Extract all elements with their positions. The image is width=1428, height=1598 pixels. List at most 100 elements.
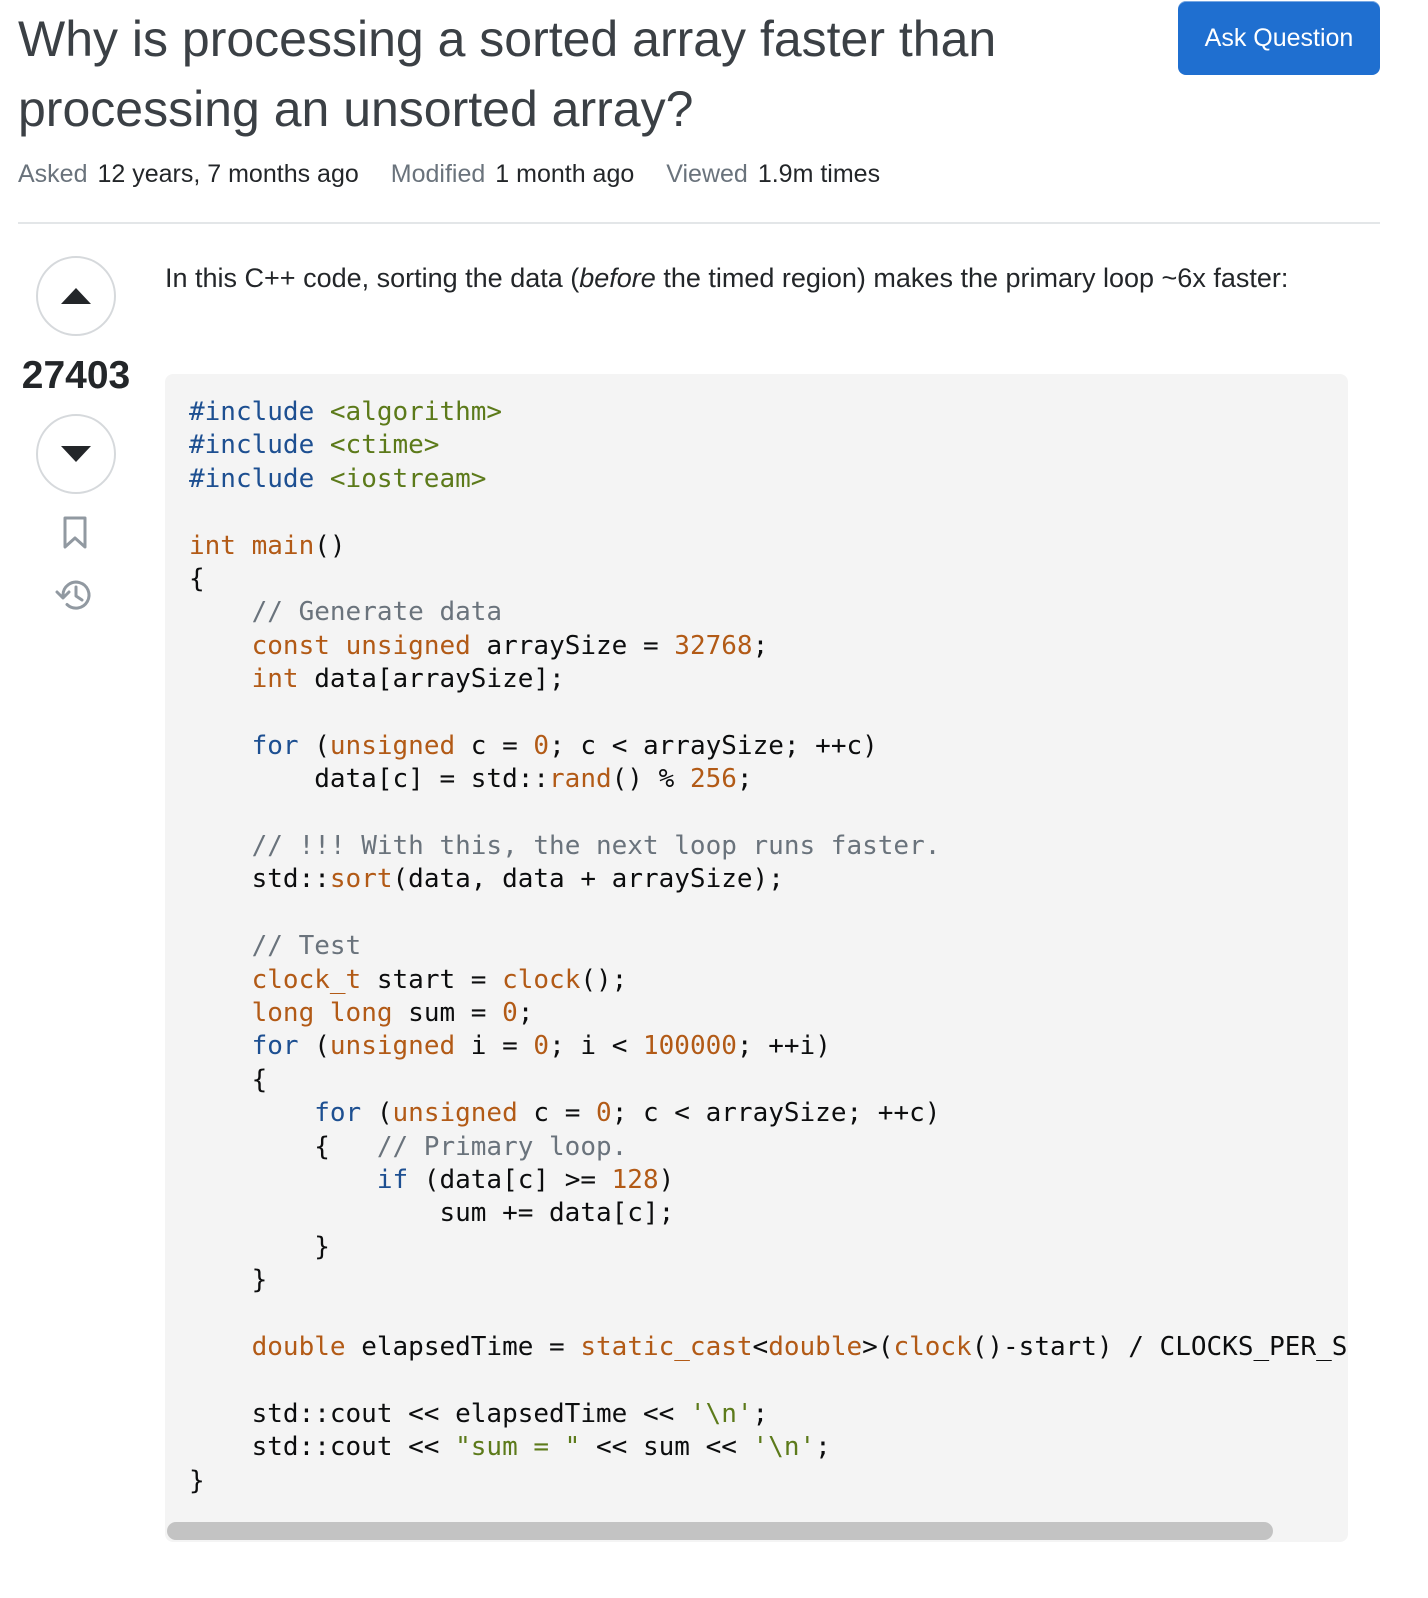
code-token-number: 32768 [674, 630, 753, 661]
code-token-plain: std:: [189, 864, 330, 895]
code-line: std::cout << "sum = " << sum << '\n'; [189, 1431, 1348, 1464]
code-token-plain: arraySize = [470, 630, 675, 661]
question-meta: Asked 12 years, 7 months ago Modified 1 … [18, 156, 912, 192]
meta-asked: Asked 12 years, 7 months ago [18, 160, 359, 189]
code-token-plain [189, 998, 252, 1028]
question-body-part2: the timed region) makes the primary loop… [655, 263, 1289, 293]
code-token-comment: // Generate data [251, 597, 503, 628]
triangle-down-icon [61, 446, 91, 462]
code-token-keyword: double [768, 1331, 863, 1362]
code-token-comment: // !!! With this, the next loop runs fas… [251, 831, 941, 862]
code-line [189, 1364, 1348, 1397]
code-line: double elapsedTime = static_cast<double>… [189, 1331, 1348, 1364]
code-token-plain: () % [611, 764, 690, 795]
upvote-button[interactable] [36, 256, 116, 336]
code-block[interactable]: #include <algorithm>#include <ctime>#inc… [165, 374, 1348, 1542]
code-token-plain: { [189, 563, 205, 594]
code-token-plain: i = [455, 1031, 534, 1062]
code-token-func: rand [549, 764, 612, 795]
code-token-plain: ; [517, 998, 534, 1029]
code-token-plain: ( [361, 1098, 393, 1129]
ask-question-button[interactable]: Ask Question [1178, 1, 1380, 75]
code-line: // Test [189, 930, 1348, 963]
code-token-plain [189, 931, 252, 961]
code-token-plain: } [189, 1465, 205, 1496]
code-token-plain [314, 430, 330, 460]
code-token-plain: ) [658, 1164, 675, 1195]
downvote-button[interactable] [36, 414, 116, 494]
code-token-flow: for [251, 730, 299, 761]
meta-viewed-value: 1.9m times [757, 159, 881, 188]
code-line: { [189, 563, 1348, 596]
code-line: int main() [189, 530, 1348, 563]
code-token-plain: ; i < [549, 1031, 643, 1062]
code-line: } [189, 1264, 1348, 1297]
code-token-string: <algorithm> [329, 397, 503, 427]
code-token-plain: ; ++i) [736, 1031, 831, 1062]
code-line: std::sort(data, data + arraySize); [189, 863, 1348, 896]
code-line: if (data[c] >= 128) [189, 1164, 1348, 1197]
meta-modified-value[interactable]: 1 month ago [495, 159, 635, 188]
code-token-plain [314, 397, 330, 427]
code-token-plain [189, 664, 252, 694]
code-token-plain: data[arraySize]; [298, 664, 565, 695]
code-token-plain: ()-start) / CLOCKS_PER_SEC; [971, 1331, 1348, 1362]
meta-modified: Modified 1 month ago [391, 160, 635, 189]
code-line: sum += data[c]; [189, 1197, 1348, 1230]
code-line [189, 697, 1348, 730]
question-body: In this C++ code, sorting the data (befo… [165, 256, 1365, 300]
question-body-part1: In this C++ code, sorting the data ( [165, 263, 580, 293]
vote-count: 27403 [21, 354, 131, 397]
code-line: for (unsigned i = 0; i < 100000; ++i) [189, 1030, 1348, 1063]
code-line: for (unsigned c = 0; c < arraySize; ++c) [189, 1097, 1348, 1130]
code-line: { // Primary loop. [189, 1131, 1348, 1164]
code-token-plain: ; [736, 764, 753, 795]
history-button[interactable] [54, 574, 96, 616]
code-scrollbar[interactable] [165, 1520, 1348, 1542]
code-token-number: 0 [533, 730, 550, 761]
code-token-plain: () [314, 530, 346, 561]
code-token-plain: start = [361, 964, 503, 995]
code-token-number: 0 [596, 1098, 612, 1129]
bookmark-button[interactable] [60, 516, 90, 556]
code-token-plain: << sum << [580, 1432, 753, 1463]
question-title[interactable]: Why is processing a sorted array faster … [18, 11, 997, 137]
code-line: clock_t start = clock(); [189, 964, 1348, 997]
code-token-preproc: #include [189, 463, 315, 494]
code-line [189, 897, 1348, 930]
code-line: } [189, 1465, 1348, 1498]
code-token-plain: { [189, 1064, 268, 1095]
code-token-plain: (data, data + arraySize); [392, 864, 784, 895]
code-token-keyword: unsigned [329, 730, 456, 761]
code-token-plain: ( [298, 1031, 330, 1062]
code-token-plain [189, 1031, 252, 1061]
code-token-plain: ; [752, 630, 769, 661]
code-token-plain: sum += data[c]; [189, 1198, 675, 1229]
code-line: int data[arraySize]; [189, 663, 1348, 696]
code-token-keyword: double [251, 1331, 346, 1362]
code-token-string: "sum = " [455, 1432, 581, 1463]
code-token-plain [189, 1098, 314, 1128]
code-line: #include <algorithm> [189, 396, 1348, 429]
code-token-func: clock [893, 1331, 972, 1362]
code-line [189, 496, 1348, 529]
code-token-plain: (); [580, 964, 628, 995]
code-token-plain: (data[c] >= [408, 1164, 612, 1195]
code-token-func: main [251, 530, 315, 561]
code-token-flow: for [251, 1031, 299, 1062]
code-token-plain: < [752, 1331, 769, 1362]
code-token-plain [330, 631, 346, 661]
code-token-flow: if [376, 1164, 409, 1195]
code-token-plain [314, 998, 330, 1028]
meta-viewed: Viewed 1.9m times [666, 160, 880, 189]
meta-viewed-label: Viewed [666, 159, 748, 188]
code-token-keyword: int [251, 664, 299, 695]
code-token-plain: c = [517, 1098, 597, 1129]
code-token-keyword: clock_t [251, 964, 362, 995]
code-line: #include <iostream> [189, 463, 1348, 496]
meta-asked-value[interactable]: 12 years, 7 months ago [97, 159, 359, 188]
code-token-plain [189, 631, 252, 661]
code-scrollbar-thumb[interactable] [167, 1522, 1273, 1540]
code-token-plain: std::cout << elapsedTime << [189, 1398, 690, 1429]
code-token-number: 0 [502, 998, 518, 1029]
